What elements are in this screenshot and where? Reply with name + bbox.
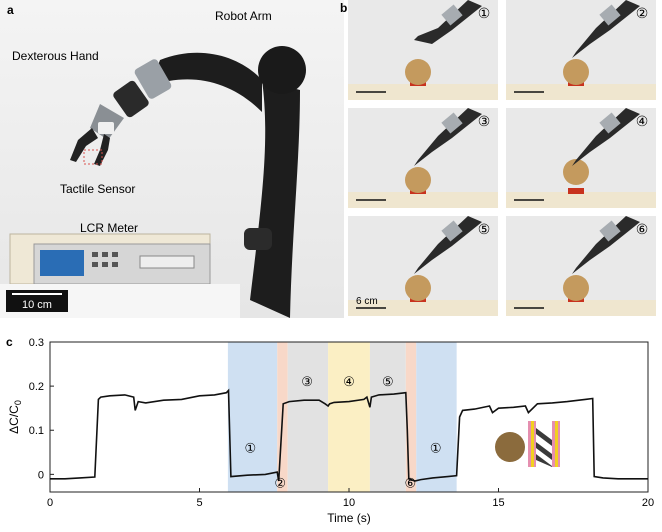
y-tick-label: 0	[38, 469, 44, 481]
wrist	[441, 4, 463, 26]
robot-hand	[572, 216, 640, 274]
frame-table	[506, 84, 656, 100]
ball	[563, 159, 589, 185]
frame-table	[348, 300, 498, 316]
panel-c-letter: c	[6, 335, 13, 349]
inset-electrode	[531, 421, 534, 467]
x-tick-label: 5	[196, 497, 202, 509]
ball-holder	[568, 188, 584, 194]
wrist	[599, 112, 621, 134]
inset-microstructure	[536, 428, 552, 467]
robot-hand	[572, 0, 640, 58]
y-tick-label: 0.3	[29, 337, 44, 349]
y-tick-label: 0.1	[29, 425, 44, 437]
robot-hand	[414, 216, 482, 274]
ball	[405, 59, 431, 85]
robot-arm	[113, 46, 306, 318]
frame-table	[506, 192, 656, 208]
x-tick-label: 15	[492, 497, 504, 509]
y-axis-label: ΔC/C0	[7, 400, 23, 434]
grasp-frame: ③	[348, 108, 498, 208]
ball	[563, 275, 589, 301]
wrist	[599, 4, 621, 26]
y-axis-label-main: ΔC/C	[7, 405, 21, 434]
phase-label: ③	[301, 374, 313, 389]
panel-b-letter: b	[340, 1, 347, 15]
frame-number: ①	[478, 5, 491, 21]
frame-number: ⑤	[478, 221, 491, 237]
ball	[563, 59, 589, 85]
tactile-sensor-label: Tactile Sensor	[60, 182, 135, 196]
x-tick-label: 0	[47, 497, 53, 509]
phase-band	[405, 342, 417, 492]
wrist	[599, 220, 621, 242]
sensor-inset	[495, 421, 560, 467]
panel-a-letter: a	[7, 3, 14, 17]
phase-band	[328, 342, 370, 492]
inset-electrode	[555, 421, 558, 467]
wrist	[441, 112, 463, 134]
grasp-frame: ⑥	[506, 216, 656, 316]
phase-label: ①	[430, 440, 442, 455]
panel-b-frames: ① ② ③ ④ ⑤ 6 cm ⑥ b	[340, 0, 656, 316]
phase-label: ⑤	[382, 374, 394, 389]
robot-hand	[414, 108, 482, 166]
phase-label: ②	[274, 476, 286, 491]
phase-band	[287, 342, 329, 492]
panel-a-scale-label: 10 cm	[22, 299, 52, 311]
phase-band	[227, 342, 278, 492]
grasp-frame: ④	[506, 108, 656, 208]
y-axis-label-sub: 0	[13, 400, 23, 405]
robot-hand	[572, 108, 640, 166]
phase-band	[416, 342, 457, 492]
wrist	[441, 220, 463, 242]
phase-label: ⑥	[404, 476, 416, 491]
x-tick-label: 10	[343, 497, 355, 509]
frame-table	[348, 192, 498, 208]
y-tick-label: 0.2	[29, 381, 44, 393]
panel-b-scale-label: 6 cm	[356, 296, 378, 307]
grasp-frame: ②	[506, 0, 656, 100]
phase-bands	[227, 342, 457, 492]
x-axis-ticks: 0 5 10 15 20	[47, 488, 654, 509]
frame-number: ②	[636, 5, 649, 21]
panel-a-photo: 10 cm a Robot Arm Dexterous Hand Tactile…	[0, 0, 344, 318]
frame-number: ③	[478, 113, 491, 129]
phase-band	[369, 342, 406, 492]
grasp-frame: ⑤ 6 cm	[348, 216, 498, 316]
grasp-frame: ①	[348, 0, 498, 100]
ball	[405, 275, 431, 301]
inset-ball	[495, 432, 525, 462]
phase-label: ①	[245, 440, 257, 455]
frame-table	[348, 84, 498, 100]
frame-number: ⑥	[636, 221, 649, 237]
x-tick-label: 20	[642, 497, 654, 509]
lcr-meter-label: LCR Meter	[80, 221, 138, 235]
capacitance-trace	[50, 388, 648, 482]
panel-a-scale-box	[6, 290, 68, 312]
panel-c-chart: c 0 5 10 15 20 0 0.1 0.2 0.3 ① ② ③ ④ ⑤ ⑥ ① Time (s) Δ…	[6, 335, 654, 525]
frame-table	[506, 300, 656, 316]
dexterous-hand-label: Dexterous Hand	[12, 49, 99, 63]
x-axis-label: Time (s)	[327, 511, 371, 525]
tactile-sensor-marker	[83, 149, 103, 165]
phase-annotations: ① ② ③ ④ ⑤ ⑥ ①	[245, 374, 442, 490]
phase-label: ④	[343, 374, 355, 389]
y-axis-ticks: 0 0.1 0.2 0.3	[29, 337, 54, 481]
ball	[405, 167, 431, 193]
robot-arm-label: Robot Arm	[215, 9, 272, 23]
frame-number: ④	[636, 113, 649, 129]
